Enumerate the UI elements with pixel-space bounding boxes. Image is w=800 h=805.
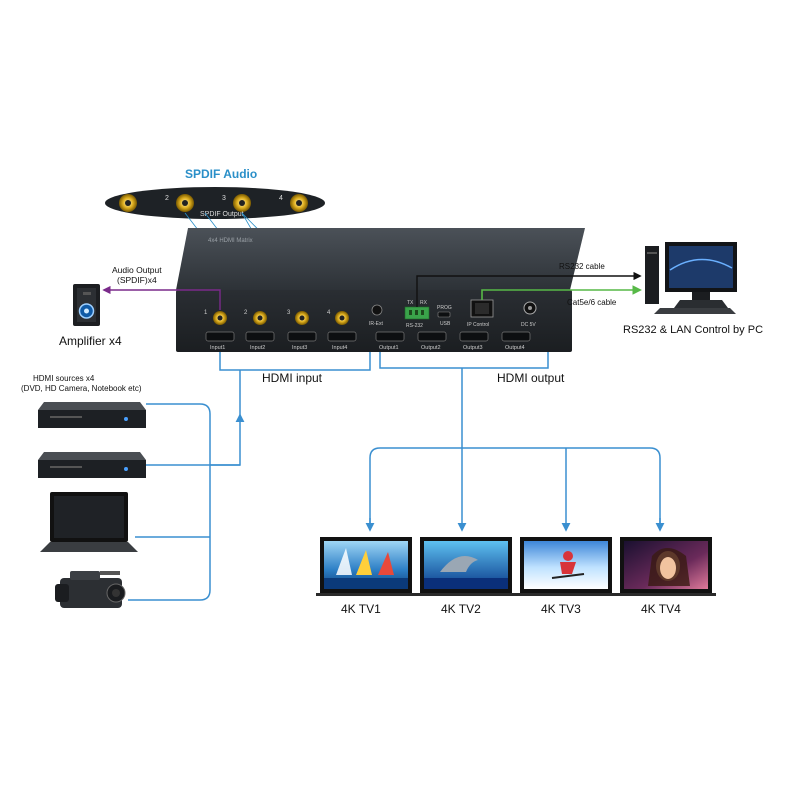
hdmi-input-label: HDMI input [262, 371, 323, 385]
hdmi-input-lines [128, 352, 371, 601]
tv-label-4: 4K TV4 [641, 602, 681, 616]
hd-camera [55, 571, 126, 608]
spdif-panel [105, 187, 325, 219]
dvd-player-1 [38, 402, 146, 428]
hdmi-input-port-2 [245, 331, 275, 342]
pc-label: RS232 & LAN Control by PC [623, 324, 763, 336]
output-label-1: Output1 [379, 345, 399, 351]
rx-label: RX [420, 300, 428, 306]
tv-4 [616, 537, 716, 596]
input-num-2: 2 [244, 310, 248, 316]
amplifier-label: Amplifier x4 [59, 334, 122, 348]
ir-ext-port [371, 304, 383, 316]
hdmi-output-port-1 [375, 331, 405, 342]
notebook-computer [40, 492, 138, 552]
spdif-audio-callout: SPDIF Audio 2 3 4 SPDIF Output [105, 167, 341, 314]
cat-cable-label: Cat5e/6 cable [567, 298, 617, 307]
tv-label-2: 4K TV2 [441, 602, 481, 616]
tv-label-1: 4K TV1 [341, 602, 381, 616]
spdif-number-2: 2 [165, 195, 169, 202]
hdmi-matrix-device: 4x4 HDMI Matrix 1 2 3 4 Input1 Input2 In… [176, 228, 585, 352]
tv-3 [516, 537, 616, 596]
hdmi-output-port-4 [501, 331, 531, 342]
hdmi-output-label: HDMI output [497, 371, 565, 385]
hdmi-input-port-3 [287, 331, 317, 342]
prog-label: PROG [437, 305, 452, 311]
audio-output-label-1: Audio Output [112, 265, 162, 275]
hdmi-sources-label-1: HDMI sources x4 [33, 374, 95, 383]
input-label-4: Input4 [332, 345, 347, 351]
usb-label: USB [440, 321, 451, 327]
usb-port [437, 311, 451, 318]
rs232-cable-line [416, 271, 642, 307]
tx-label: TX [407, 300, 414, 306]
spdif-number-4: 4 [279, 195, 283, 202]
output-label-4: Output4 [505, 345, 525, 351]
hdmi-sources-label-2: (DVD, HD Camera, Notebook etc) [21, 384, 142, 393]
spdif-audio-line [102, 285, 221, 310]
audio-output-label-2: (SPDIF)x4 [117, 275, 157, 285]
dvd-player-2 [38, 452, 146, 478]
input-num-4: 4 [327, 310, 331, 316]
spdif-number-3: 3 [222, 195, 226, 202]
spdif-audio-label: SPDIF Audio [185, 167, 257, 181]
tv-1 [316, 537, 416, 596]
input-label-1: Input1 [210, 345, 225, 351]
amplifier-device [73, 284, 100, 326]
hdmi-input-port-4 [327, 331, 357, 342]
tv-label-3: 4K TV3 [541, 602, 581, 616]
hdmi-output-port-3 [459, 331, 489, 342]
hdmi-output-lines [365, 352, 665, 532]
dc-label: DC 5V [521, 322, 536, 328]
pc-computer [645, 242, 737, 314]
rs232-label: RS-232 [406, 323, 423, 329]
cat-cable-line [481, 285, 642, 300]
input-label-2: Input2 [250, 345, 265, 351]
device-spdif-jacks [213, 311, 349, 325]
input-num-1: 1 [204, 310, 208, 316]
input-label-3: Input3 [292, 345, 307, 351]
ip-control-label: IP Control [467, 322, 489, 328]
device-header-label: 4x4 HDMI Matrix [208, 238, 253, 244]
input-num-3: 3 [287, 310, 291, 316]
hdmi-input-port-1 [205, 331, 235, 342]
tv-2 [416, 537, 516, 596]
output-label-2: Output2 [421, 345, 441, 351]
rs232-cable-label: RS232 cable [559, 262, 605, 271]
spdif-output-label: SPDIF Output [200, 211, 244, 218]
hdmi-output-port-2 [417, 331, 447, 342]
output-label-3: Output3 [463, 345, 483, 351]
ir-ext-label: IR-Ext [369, 321, 384, 327]
